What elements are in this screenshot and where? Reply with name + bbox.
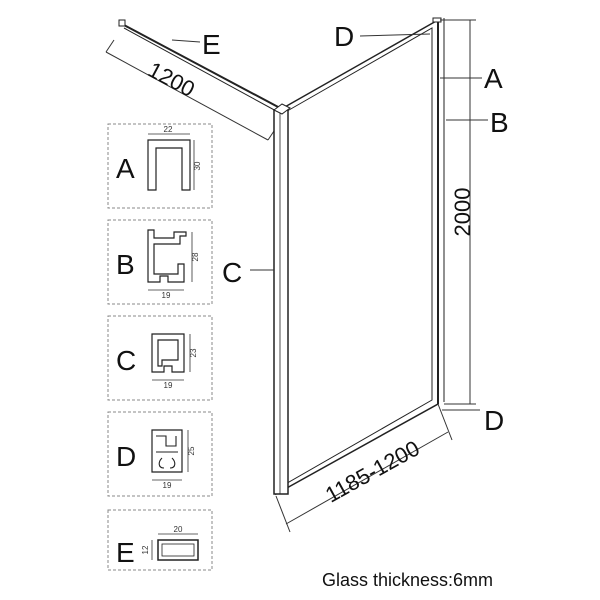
profile-d-box: D 19 25 xyxy=(107,411,213,497)
height-dimension-line xyxy=(440,19,476,405)
profile-d-height: 25 xyxy=(187,446,196,455)
callout-e: E xyxy=(202,29,221,60)
profile-c-width: 19 xyxy=(164,381,173,390)
leader-e xyxy=(171,39,201,43)
callout-d-top: D xyxy=(334,21,354,52)
callout-b: B xyxy=(490,107,509,138)
support-bar xyxy=(118,19,281,113)
profile-a-height: 30 xyxy=(193,161,202,170)
dimension-height: 2000 xyxy=(450,188,475,237)
profile-c-box: C 19 23 xyxy=(107,315,213,401)
profile-e-width: 20 xyxy=(174,525,183,534)
profile-e-height: 12 xyxy=(141,545,150,554)
profile-e-letter: E xyxy=(116,537,135,568)
profile-b-letter: B xyxy=(116,249,135,280)
glass-panel xyxy=(273,17,445,496)
profile-b-box: B 19 28 xyxy=(107,219,213,305)
profile-a-width: 22 xyxy=(164,125,173,134)
glass-thickness-note: Glass thickness:6mm xyxy=(322,570,493,590)
dimension-top-width: 1200 xyxy=(144,57,199,102)
profile-c-height: 23 xyxy=(189,348,198,357)
profile-a-letter: A xyxy=(116,153,135,184)
leader-d-top xyxy=(359,33,431,37)
panel-width-dimension-line xyxy=(275,403,453,533)
profile-c-letter: C xyxy=(116,345,136,376)
profile-d-width: 19 xyxy=(163,481,172,490)
profile-d-letter: D xyxy=(116,441,136,472)
dimension-panel-width: 1185-1200 xyxy=(321,435,424,507)
callout-c: C xyxy=(222,257,242,288)
profile-e-box: E 20 12 xyxy=(107,509,213,571)
profile-b-height: 28 xyxy=(191,252,200,261)
callout-a: A xyxy=(484,63,503,94)
profile-a-box: A 22 30 xyxy=(107,123,213,209)
profile-b-width: 19 xyxy=(162,291,171,300)
callout-d-bottom: D xyxy=(484,405,504,436)
